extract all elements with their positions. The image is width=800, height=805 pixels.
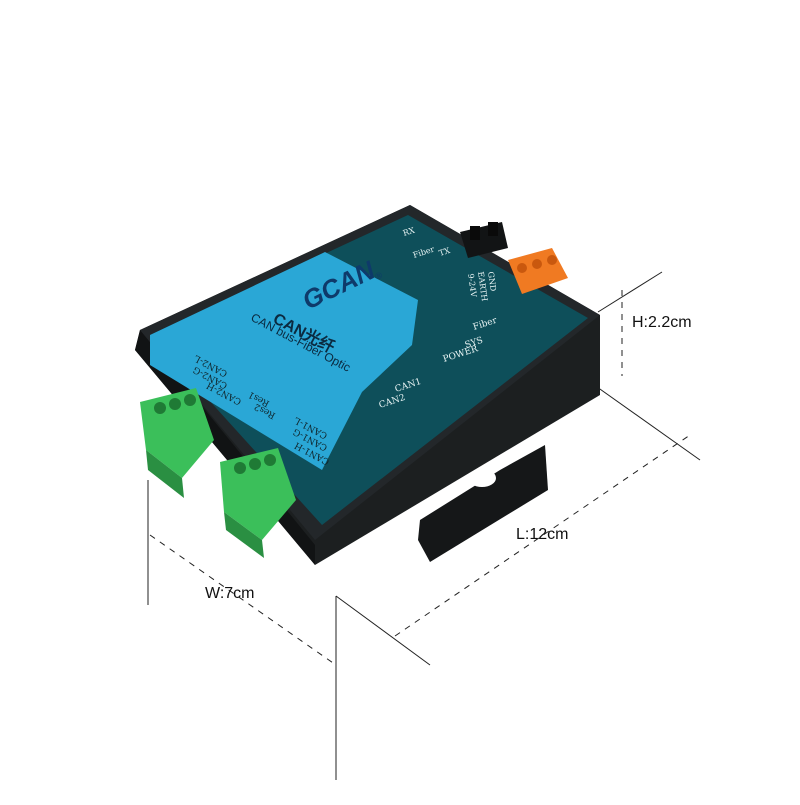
- label-rx: RX: [402, 226, 416, 238]
- label-9-24v: 9-24V: [466, 273, 478, 298]
- mounting-hole: [468, 469, 496, 487]
- length-label: L:12cm: [516, 526, 569, 543]
- can1-terminal: [220, 448, 296, 558]
- mounting-ear: [418, 445, 548, 562]
- label-tx: TX: [438, 246, 452, 258]
- dimension-lines: [147, 271, 701, 780]
- front-panel-accent: [150, 252, 418, 470]
- brand-mark: ®: [373, 270, 384, 282]
- width-label: W:7cm: [205, 585, 255, 602]
- height-label: H:2.2cm: [632, 314, 692, 331]
- label-gnd: GND: [486, 271, 498, 292]
- can2-terminal: [140, 388, 214, 498]
- fiber-connector: [460, 222, 508, 258]
- label-earth: EARTH: [476, 271, 489, 302]
